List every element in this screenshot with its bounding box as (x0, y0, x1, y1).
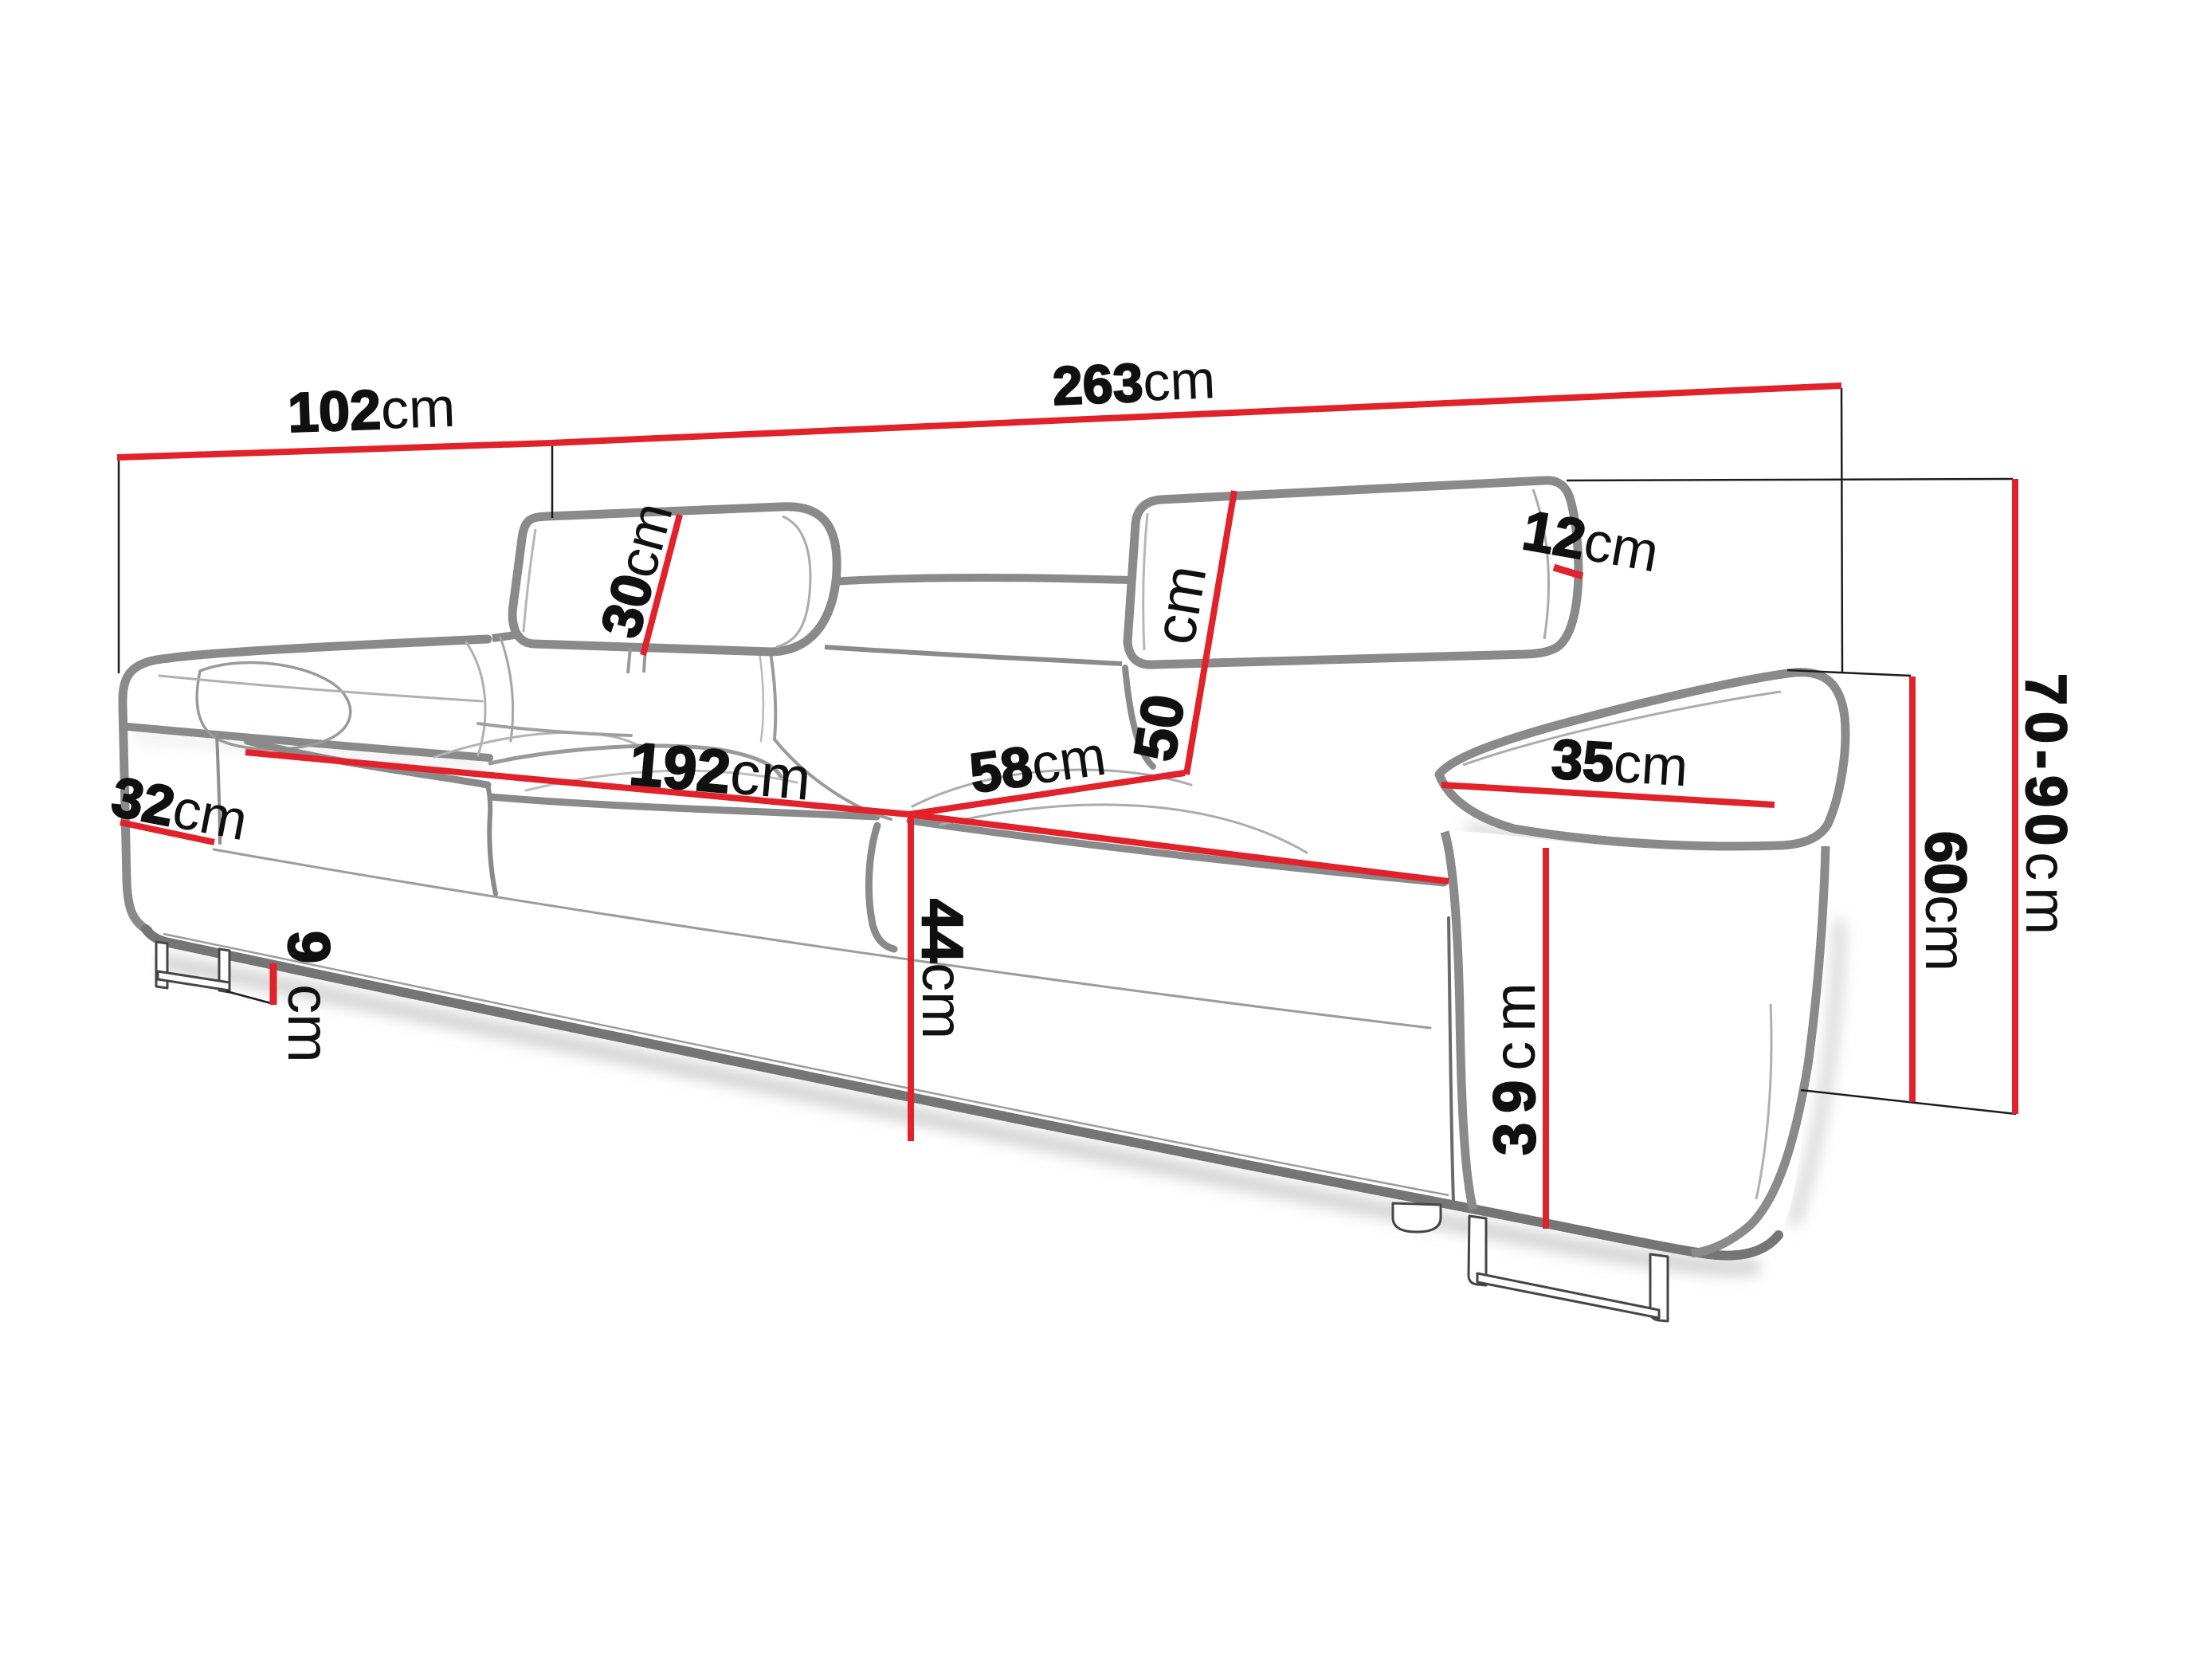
svg-text:70-90cm: 70-90cm (2014, 673, 2077, 941)
svg-text:35cm: 35cm (1550, 728, 1690, 798)
svg-text:32cm: 32cm (107, 765, 253, 852)
svg-text:263cm: 263cm (1051, 349, 1216, 417)
svg-text:44cm: 44cm (910, 899, 974, 1039)
svg-text:12cm: 12cm (1518, 499, 1663, 584)
svg-text:60cm: 60cm (1913, 831, 1977, 971)
svg-text:102cm: 102cm (287, 376, 457, 444)
svg-text:50cm: 50cm (1121, 560, 1219, 765)
svg-text:58cm: 58cm (966, 724, 1109, 805)
svg-text:192cm: 192cm (627, 730, 814, 814)
svg-text:39cm: 39cm (1481, 973, 1547, 1155)
svg-text:9cm: 9cm (276, 931, 342, 1063)
